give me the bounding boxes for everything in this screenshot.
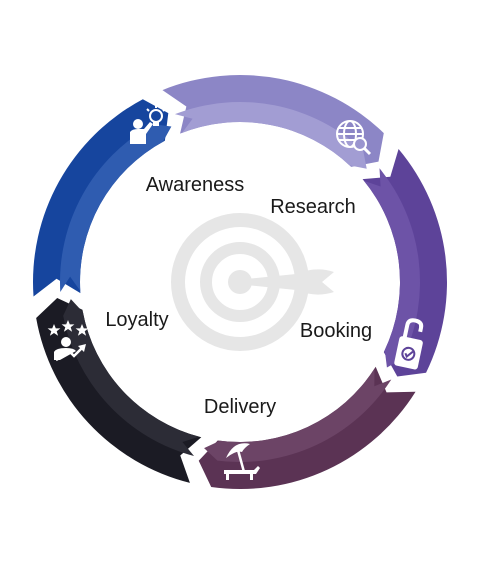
segment-label-research: Research — [270, 196, 356, 218]
target-dart-icon — [171, 213, 334, 351]
segment-label-awareness: Awareness — [146, 174, 245, 196]
beach-umbrella-icon — [224, 443, 260, 480]
door-hanger-icon — [394, 318, 424, 370]
segment-label-delivery: Delivery — [204, 396, 276, 418]
globe-search-icon — [336, 120, 372, 156]
segment-inner-band-loyalty — [63, 299, 200, 457]
segment-inner-band-research — [174, 102, 367, 169]
segment-inner-band-awareness — [59, 124, 172, 293]
loyalty-stars-icon — [47, 320, 89, 362]
segment-inner-band-booking — [363, 168, 420, 368]
idea-person-icon — [130, 105, 166, 144]
segment-label-loyalty: Loyalty — [105, 309, 168, 331]
segment-label-booking: Booking — [300, 320, 372, 342]
segment-inner-band-delivery — [204, 368, 392, 462]
